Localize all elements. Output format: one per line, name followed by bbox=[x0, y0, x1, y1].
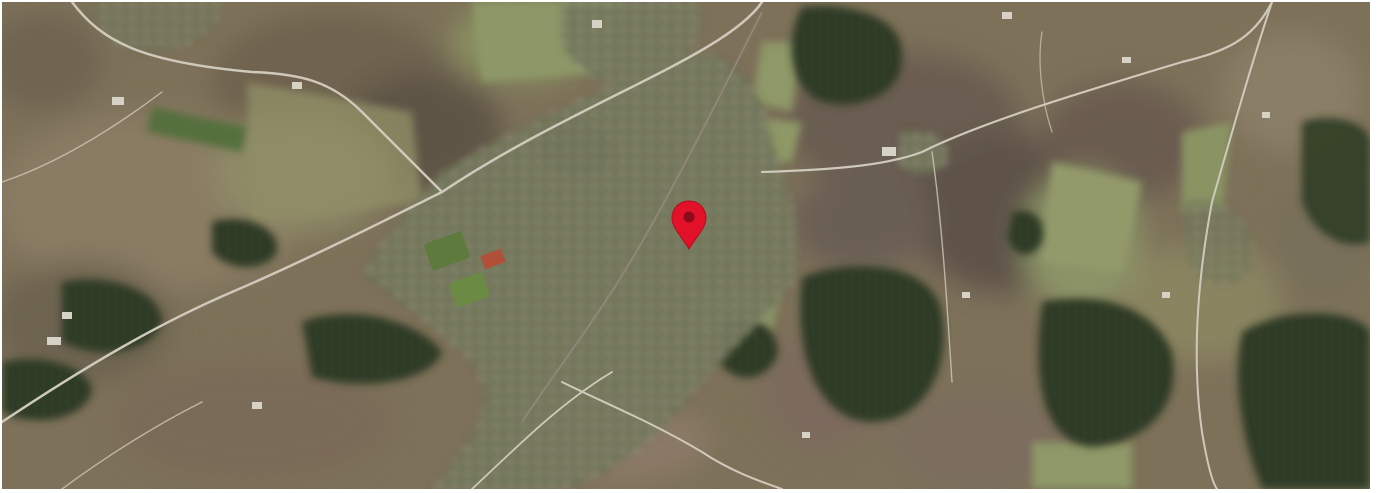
location-pin-icon[interactable] bbox=[669, 199, 709, 251]
